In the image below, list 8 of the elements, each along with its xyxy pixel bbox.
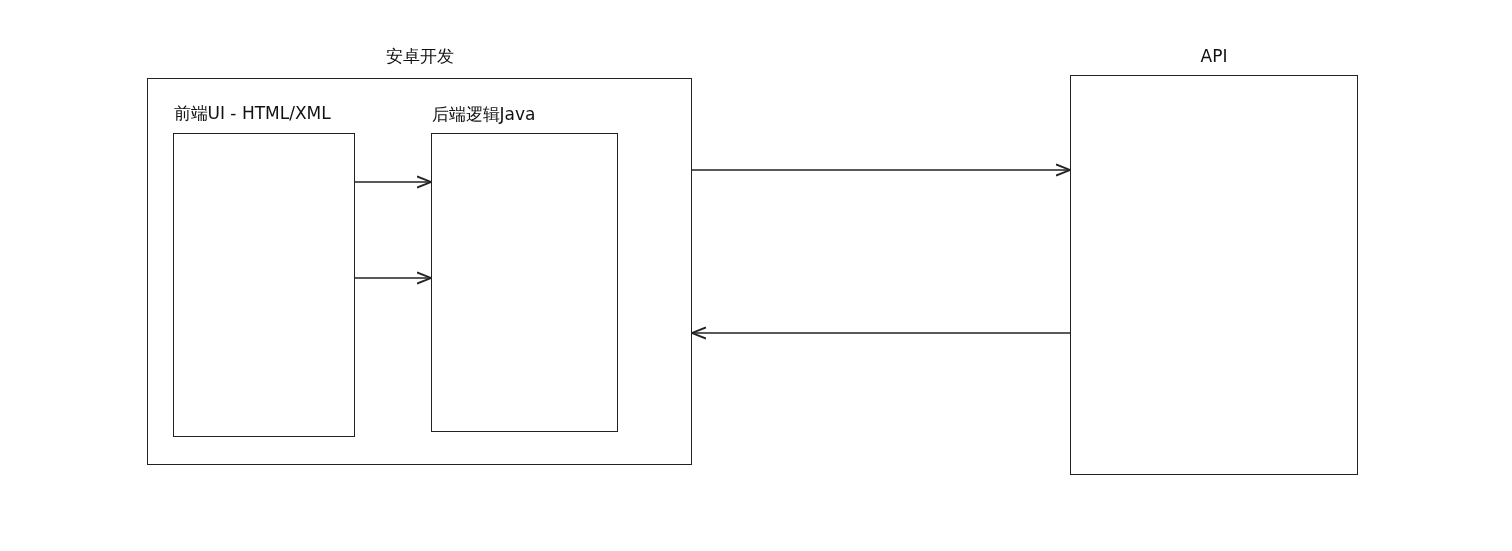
box-title: 安卓开发: [384, 45, 455, 67]
arrow: [354, 175, 432, 189]
arrow: [691, 163, 1071, 177]
box-title: 后端逻辑Java: [431, 102, 536, 125]
box-title: 前端UI - HTML/XML: [173, 101, 331, 124]
arrow: [354, 271, 432, 285]
arrow: [691, 326, 1071, 340]
box-title: API: [1199, 45, 1229, 67]
